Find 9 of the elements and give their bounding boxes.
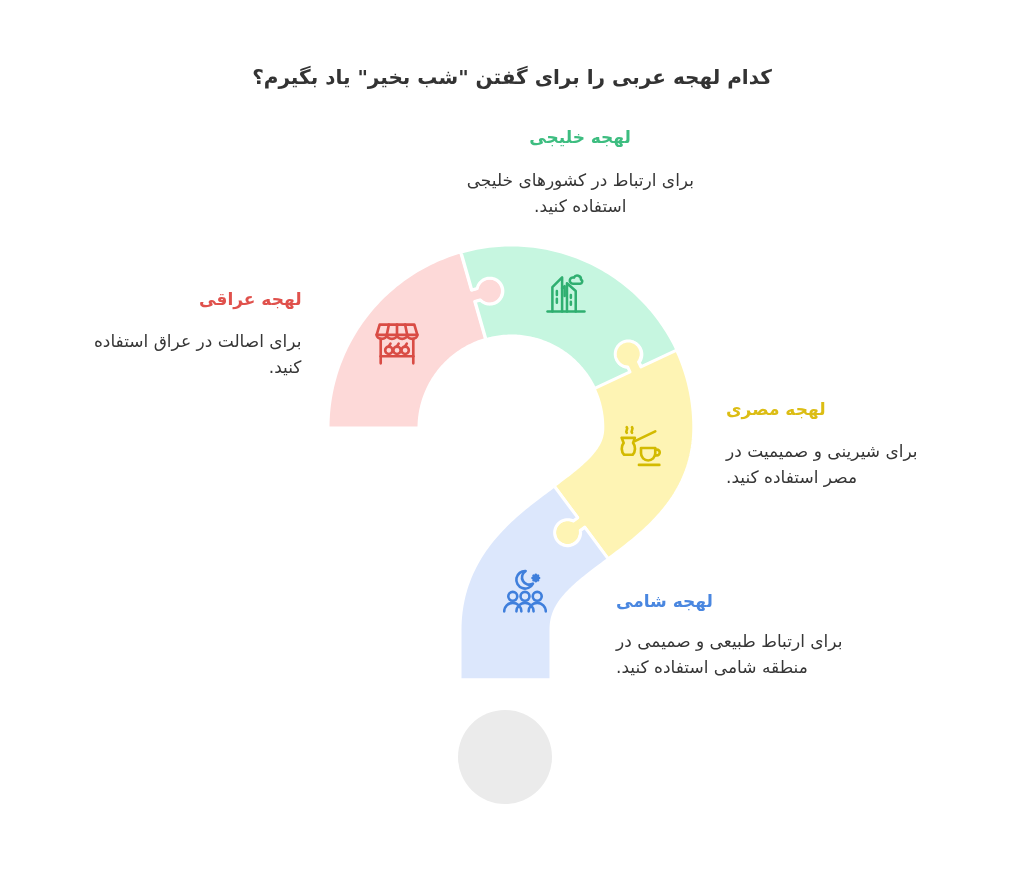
title: کدام لهجه عربی را برای گفتن "شب بخیر" یاد بگیرم؟ (252, 64, 772, 91)
description: برای اصالت در عراق استفاده کنید. (92, 330, 302, 379)
heading: لهجه خلیجی (528, 126, 632, 149)
heading: لهجه شامی (616, 590, 714, 613)
heading: لهجه مصری (726, 398, 827, 422)
description: برای شیرینی و صمیمیت در مصر استفاده کنید. (726, 440, 919, 489)
description: برای ارتباط در کشورهای خلیجی استفاده کنید. (465, 169, 695, 218)
heading: لهجه عراقی (198, 288, 302, 312)
description: برای ارتباط طبیعی و صمیمی در منطقه شامی استفاده کنید. (616, 630, 844, 679)
